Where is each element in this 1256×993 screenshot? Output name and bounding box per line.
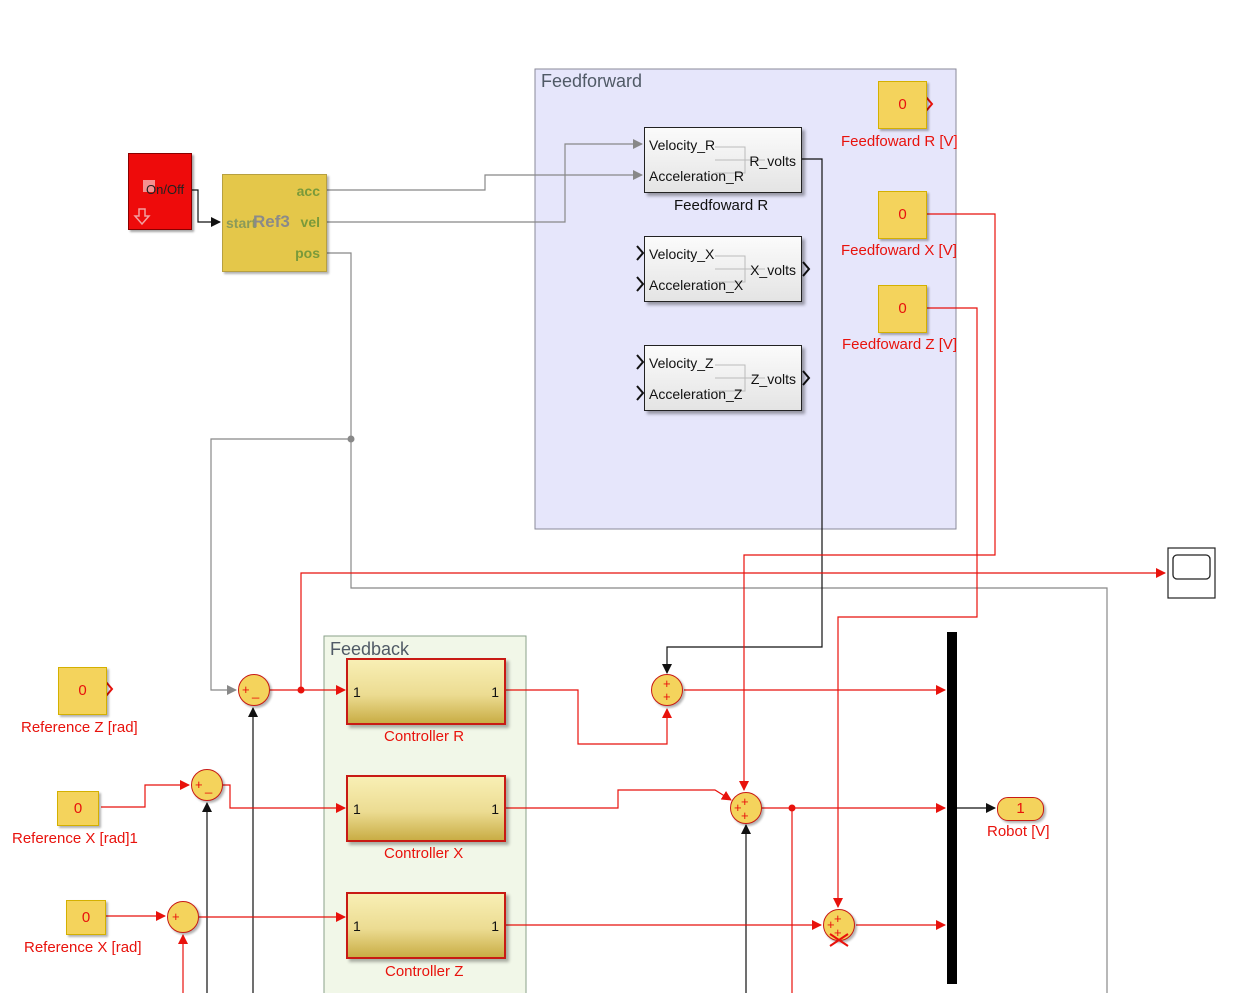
controller-x-name: Controller X	[384, 845, 464, 862]
constant-value: 0	[898, 206, 907, 223]
ref3-block[interactable]: start Ref3 acc vel pos	[222, 174, 327, 272]
branch-point	[347, 435, 355, 443]
subsystem-preview-icon	[715, 146, 765, 174]
black-signal-lines	[191, 158, 996, 993]
ff-r-velocity-port: Velocity_R	[649, 137, 716, 153]
sum-plus-sign: +	[834, 911, 842, 926]
feedfoward-x-label: Feedfoward X [V]	[841, 242, 957, 259]
constant-value: 0	[898, 96, 907, 113]
ff-r-output-port: R_volts	[749, 153, 796, 169]
bus-creator-bar[interactable]	[947, 632, 957, 984]
sum-plus-sign: +	[827, 917, 835, 932]
sum-plus-sign: +	[834, 925, 842, 940]
robot-outport-number: 1	[1016, 800, 1025, 817]
reference-z-constant[interactable]: 0	[58, 667, 107, 715]
constant-value: 0	[78, 682, 87, 699]
controller-x-in-port: 1	[353, 801, 361, 817]
branch-point	[297, 686, 305, 694]
ref3-acc-port: acc	[296, 183, 320, 199]
feedfoward-r-constant[interactable]: 0	[878, 81, 927, 129]
robot-outport-label: Robot [V]	[987, 823, 1050, 840]
sum-plus-sign: +	[663, 689, 671, 704]
onoff-label: On/Off	[146, 182, 185, 197]
goto-chevrons	[105, 96, 934, 697]
controller-z-out-port: 1	[491, 918, 499, 934]
feedforward-area-title: Feedforward	[541, 71, 643, 91]
ref-signal-lines	[210, 139, 1108, 993]
feedfoward-z-label: Feedfoward Z [V]	[842, 336, 958, 353]
feedfoward-x-constant[interactable]: 0	[878, 191, 927, 239]
ff-z-acceleration-port: Acceleration_Z	[649, 386, 743, 402]
sum-plus-sign: +	[195, 777, 203, 792]
sum-error-z[interactable]: +	[167, 901, 199, 933]
ff-z-velocity-port: Velocity_Z	[649, 355, 714, 371]
robot-outport[interactable]: 1	[997, 797, 1044, 821]
constant-value: 0	[898, 300, 907, 317]
sum-plus-sign: +	[172, 909, 180, 924]
constant-value: 0	[81, 909, 91, 926]
controller-z-name: Controller Z	[385, 963, 464, 980]
sum-output-x[interactable]: + + +	[730, 792, 762, 824]
reference-x1-label: Reference X [rad]1	[12, 830, 138, 847]
ref3-vel-port: vel	[300, 214, 320, 230]
port-chevrons	[636, 245, 811, 401]
sum-plus-sign: +	[663, 676, 671, 691]
sum-error-x[interactable]: + _	[191, 769, 223, 801]
sum-plus-sign: +	[242, 682, 250, 697]
controller-x-block[interactable]: 1 1	[346, 775, 506, 842]
feedforward-r-name: Feedfoward R	[674, 197, 769, 214]
controller-r-in-port: 1	[353, 684, 361, 700]
ref3-start-port: start	[226, 215, 257, 231]
subsystem-preview-icon	[715, 364, 765, 392]
ref3-block-name: Ref3	[253, 212, 290, 231]
reference-z-label: Reference Z [rad]	[21, 719, 138, 736]
feedfoward-r-label: Feedfoward R [V]	[841, 133, 958, 150]
controller-r-out-port: 1	[491, 684, 499, 700]
scope-block[interactable]	[1167, 547, 1216, 599]
sum-output-r[interactable]: + +	[651, 674, 683, 706]
sum-minus-sign: _	[205, 779, 213, 794]
feedfoward-z-constant[interactable]: 0	[878, 285, 927, 333]
down-arrow-icon	[133, 208, 151, 226]
controller-x-out-port: 1	[491, 801, 499, 817]
controller-z-in-port: 1	[353, 918, 361, 934]
sum-minus-sign: _	[252, 684, 260, 699]
feedback-area-title: Feedback	[330, 639, 410, 659]
branch-point	[788, 804, 796, 812]
feedforward-x-block[interactable]: Velocity_X Acceleration_X X_volts	[644, 236, 802, 302]
sum-error-r[interactable]: + _	[238, 674, 270, 706]
red-signal-lines	[101, 213, 1166, 993]
onoff-block[interactable]: On/Off	[128, 153, 192, 230]
reference-x-constant[interactable]: 0	[66, 900, 106, 935]
reference-x1-constant[interactable]: 0	[57, 791, 99, 826]
ff-x-output-port: X_volts	[750, 262, 796, 278]
ff-z-output-port: Z_volts	[750, 371, 796, 387]
onoff-indicator-icon	[143, 180, 155, 192]
sum-output-z[interactable]: + + +	[823, 909, 855, 941]
sum-plus-sign: +	[741, 808, 749, 823]
controller-r-block[interactable]: 1 1	[346, 658, 506, 725]
ff-x-velocity-port: Velocity_X	[649, 246, 715, 262]
sum-plus-sign: +	[734, 800, 742, 815]
ref3-pos-port: pos	[295, 245, 320, 261]
feedforward-z-block[interactable]: Velocity_Z Acceleration_Z Z_volts	[644, 345, 802, 411]
subsystem-preview-icon	[715, 255, 765, 283]
feedforward-r-block[interactable]: Velocity_R Acceleration_R R_volts	[644, 127, 802, 193]
controller-r-name: Controller R	[384, 728, 465, 745]
ff-x-acceleration-port: Acceleration_X	[649, 277, 744, 293]
sum-plus-sign: +	[741, 794, 749, 809]
ff-r-acceleration-port: Acceleration_R	[649, 168, 744, 184]
sum-output-z-bottom-port-icon	[829, 933, 849, 947]
constant-value: 0	[73, 800, 83, 817]
reference-x-label: Reference X [rad]	[24, 939, 142, 956]
controller-z-block[interactable]: 1 1	[346, 892, 506, 959]
